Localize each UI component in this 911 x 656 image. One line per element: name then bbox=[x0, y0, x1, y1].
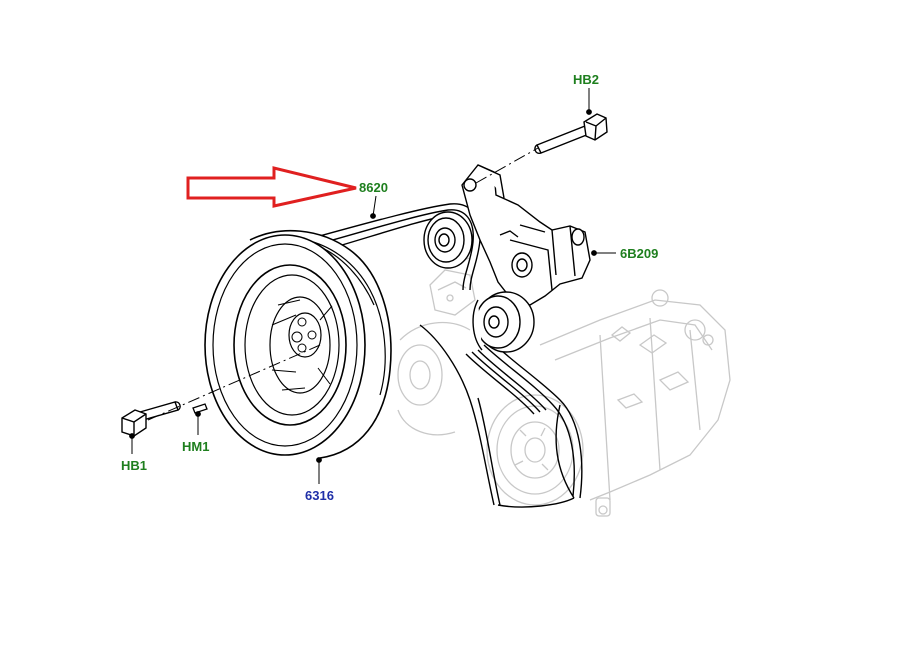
callout-hm1: HM1 bbox=[182, 439, 210, 454]
callout-hb1: HB1 bbox=[121, 458, 148, 473]
assembly-centerlines bbox=[147, 147, 539, 421]
idler-pulley bbox=[423, 211, 473, 269]
bolt-hb1 bbox=[121, 401, 181, 437]
callout-6b209: 6B209 bbox=[620, 246, 659, 261]
callout-hb2: HB2 bbox=[573, 72, 600, 87]
belt-tensioner bbox=[461, 164, 591, 353]
callout-belt-8620: 8620 bbox=[359, 180, 388, 195]
bolt-hb2 bbox=[534, 113, 608, 155]
dowel-hm1 bbox=[192, 403, 208, 414]
leader-lines bbox=[129, 88, 616, 484]
highlight-arrow-icon bbox=[186, 166, 357, 208]
callout-crank-pulley-6316: 6316 bbox=[305, 488, 334, 503]
crankshaft-pulley-6316 bbox=[204, 229, 392, 459]
